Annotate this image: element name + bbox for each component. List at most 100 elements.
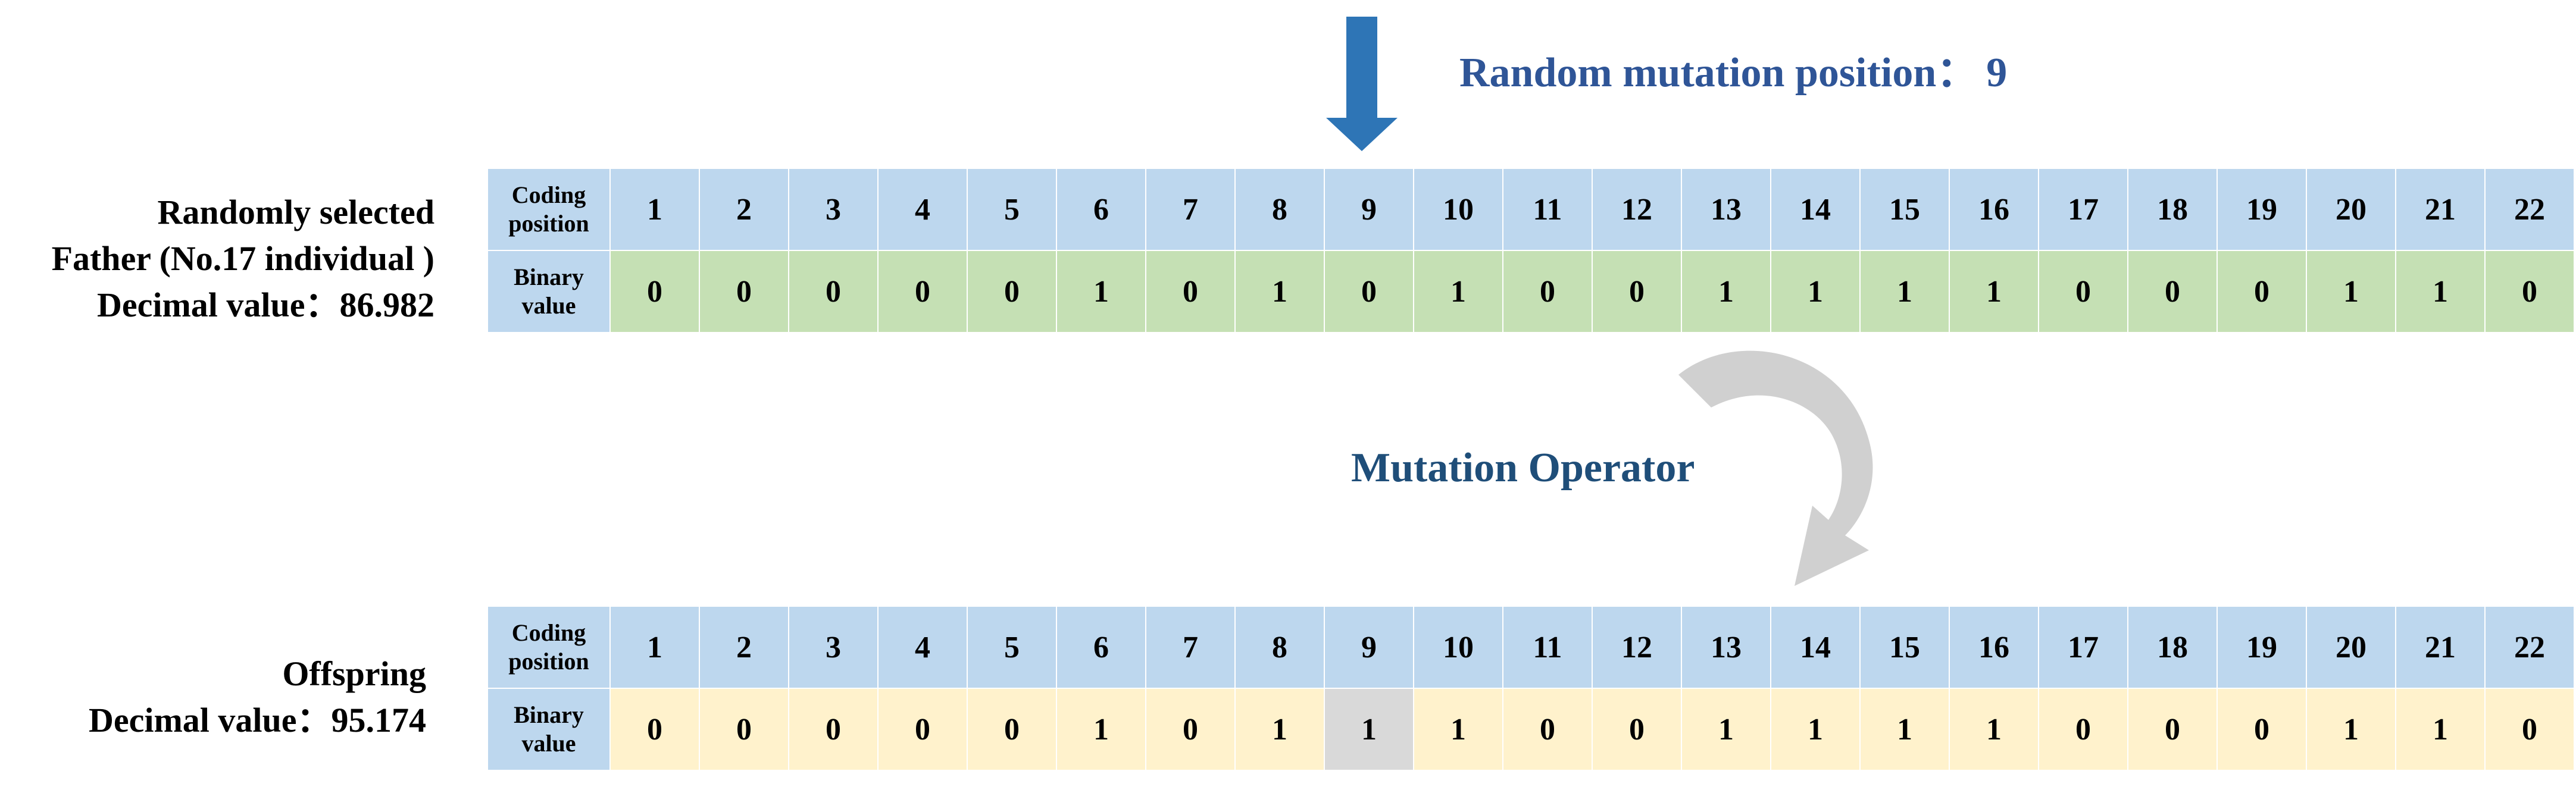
coding-position-header: Coding position (487, 168, 611, 251)
offspring-coding-position-cell-21: 21 (2395, 606, 2486, 689)
father-binary-value-cell-1: 0 (609, 250, 700, 333)
father-binary-value-cell-8: 1 (1234, 250, 1325, 333)
offspring-binary-value-cell-6: 1 (1056, 688, 1146, 771)
father-label-line2: Father (No.17 individual ) (51, 239, 434, 278)
offspring-coding-position-cell-20: 20 (2306, 606, 2396, 689)
offspring-coding-position-cell-7: 7 (1145, 606, 1236, 689)
father-binary-value-cell-22: 0 (2484, 250, 2575, 333)
father-coding-position-cell-2: 2 (699, 168, 789, 251)
father-binary-value-cell-13: 1 (1681, 250, 1771, 333)
offspring-binary-value-cell-5: 0 (967, 688, 1057, 771)
father-coding-position-cell-9: 9 (1324, 168, 1414, 251)
offspring-binary-value-cell-7: 0 (1145, 688, 1236, 771)
binary-value-header: Binary value (487, 688, 611, 771)
father-binary-value-cell-11: 0 (1502, 250, 1593, 333)
father-binary-value-cell-17: 0 (2038, 250, 2128, 333)
father-binary-value-cell-3: 0 (788, 250, 879, 333)
offspring-binary-value-cell-15: 1 (1859, 688, 1950, 771)
offspring-labels: Offspring Decimal value：95.174 (89, 651, 426, 744)
father-coding-position-cell-8: 8 (1234, 168, 1325, 251)
father-label-line1: Randomly selected (157, 193, 434, 231)
offspring-coding-position-cell-11: 11 (1502, 606, 1593, 689)
offspring-binary-value-cell-18: 0 (2127, 688, 2218, 771)
father-binary-value-cell-19: 0 (2217, 250, 2307, 333)
offspring-binary-value-cell-11: 0 (1502, 688, 1593, 771)
offspring-binary-value-cell-10: 1 (1413, 688, 1503, 771)
offspring-binary-value-cell-13: 1 (1681, 688, 1771, 771)
offspring-coding-position-cell-13: 13 (1681, 606, 1771, 689)
father-binary-value-cell-16: 1 (1949, 250, 2039, 333)
father-coding-position-cell-17: 17 (2038, 168, 2128, 251)
mutation-operator-label: Mutation Operator (1351, 445, 1695, 491)
father-coding-position-cell-18: 18 (2127, 168, 2218, 251)
offspring-coding-position-cell-18: 18 (2127, 606, 2218, 689)
offspring-binary-value-cell-19: 0 (2217, 688, 2307, 771)
offspring-coding-position-cell-9: 9 (1324, 606, 1414, 689)
offspring-coding-position-cell-10: 10 (1413, 606, 1503, 689)
father-coding-position-cell-19: 19 (2217, 168, 2307, 251)
offspring-binary-value-cell-4: 0 (877, 688, 968, 771)
offspring-coding-position-cell-6: 6 (1056, 606, 1146, 689)
father-coding-position-cell-13: 13 (1681, 168, 1771, 251)
curved-arrow-icon (1678, 350, 1873, 586)
father-label-line3: Decimal value：86.982 (96, 286, 434, 324)
father-coding-position-cell-16: 16 (1949, 168, 2039, 251)
father-binary-value-cell-12: 0 (1592, 250, 1682, 333)
father-binary-value-cell-5: 0 (967, 250, 1057, 333)
offspring-binary-value-cell-21: 1 (2395, 688, 2486, 771)
offspring-coding-position-cell-4: 4 (877, 606, 968, 689)
offspring-binary-value-cell-20: 1 (2306, 688, 2396, 771)
father-coding-position-cell-21: 21 (2395, 168, 2486, 251)
coding-position-header: Coding position (487, 606, 611, 689)
father-binary-value-cell-7: 0 (1145, 250, 1236, 333)
father-binary-value-cell-18: 0 (2127, 250, 2218, 333)
binary-value-header: Binary value (487, 250, 611, 333)
offspring-binary-value-cell-14: 1 (1770, 688, 1861, 771)
father-coding-position-cell-15: 15 (1859, 168, 1950, 251)
father-coding-position-cell-1: 1 (609, 168, 700, 251)
offspring-coding-position-cell-17: 17 (2038, 606, 2128, 689)
father-coding-position-cell-14: 14 (1770, 168, 1861, 251)
offspring-coding-position-cell-15: 15 (1859, 606, 1950, 689)
offspring-binary-value-cell-2: 0 (699, 688, 789, 771)
offspring-coding-position-cell-2: 2 (699, 606, 789, 689)
offspring-coding-position-cell-12: 12 (1592, 606, 1682, 689)
mutation-position-value: 9 (1986, 50, 2008, 96)
offspring-binary-value-cell-16: 1 (1949, 688, 2039, 771)
offspring-coding-position-cell-14: 14 (1770, 606, 1861, 689)
father-binary-value-cell-6: 1 (1056, 250, 1146, 333)
father-coding-position-cell-5: 5 (967, 168, 1057, 251)
father-labels: Randomly selected Father (No.17 individu… (52, 189, 434, 328)
father-binary-value-cell-15: 1 (1859, 250, 1950, 333)
offspring-binary-value-cell-3: 0 (788, 688, 879, 771)
father-coding-position-cell-20: 20 (2306, 168, 2396, 251)
offspring-coding-position-cell-22: 22 (2484, 606, 2575, 689)
mutation-position-label: Random mutation position：9 (1459, 52, 2007, 94)
father-coding-position-cell-10: 10 (1413, 168, 1503, 251)
father-coding-position-cell-12: 12 (1592, 168, 1682, 251)
offspring-coding-position-cell-5: 5 (967, 606, 1057, 689)
father-binary-value-cell-20: 1 (2306, 250, 2396, 333)
offspring-coding-position-cell-19: 19 (2217, 606, 2307, 689)
offspring-coding-position-cell-3: 3 (788, 606, 879, 689)
offspring-binary-value-cell-22: 0 (2484, 688, 2575, 771)
offspring-binary-value-cell-1: 0 (609, 688, 700, 771)
offspring-binary-value-cell-12: 0 (1592, 688, 1682, 771)
father-binary-value-cell-14: 1 (1770, 250, 1861, 333)
mutation-position-arrow-icon (1326, 17, 1398, 151)
offspring-label-line1: Offspring (282, 654, 426, 693)
father-binary-value-cell-2: 0 (699, 250, 789, 333)
father-coding-position-cell-11: 11 (1502, 168, 1593, 251)
father-binary-value-cell-10: 1 (1413, 250, 1503, 333)
father-binary-value-cell-21: 1 (2395, 250, 2486, 333)
father-binary-value-cell-4: 0 (877, 250, 968, 333)
father-binary-value-cell-9: 0 (1324, 250, 1414, 333)
offspring-binary-value-cell-8: 1 (1234, 688, 1325, 771)
father-coding-position-cell-4: 4 (877, 168, 968, 251)
offspring-coding-position-cell-1: 1 (609, 606, 700, 689)
